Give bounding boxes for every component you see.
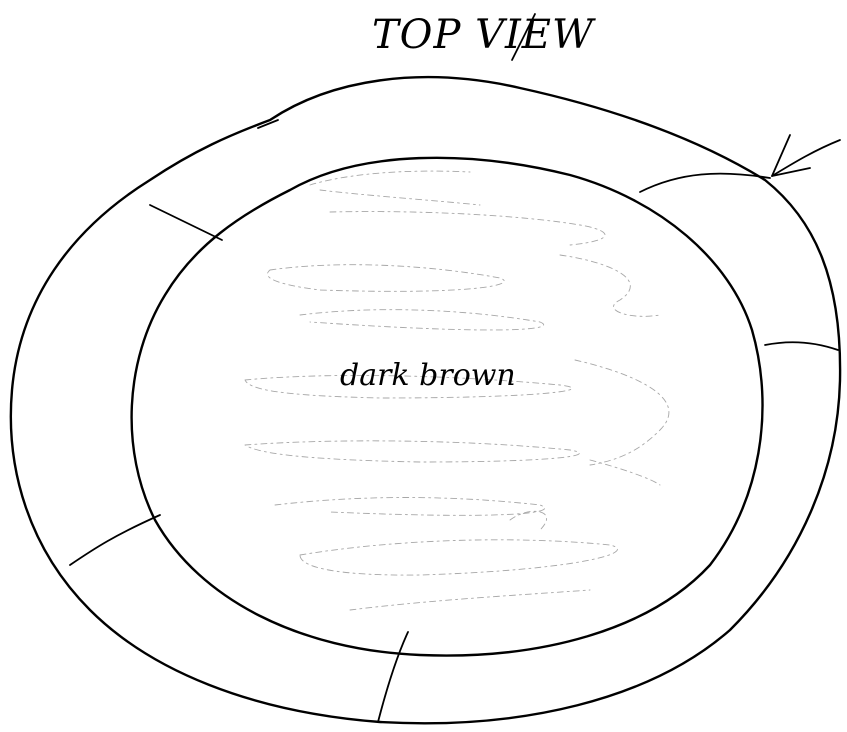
rim-divider-right bbox=[765, 342, 838, 350]
indicator-arrow-head bbox=[772, 135, 810, 176]
center-label: dark brown bbox=[340, 358, 516, 393]
rim-divider-bottom bbox=[378, 632, 408, 722]
rim-divider-upper-right bbox=[640, 174, 770, 192]
rim-divider-lower-left bbox=[70, 515, 160, 565]
indicator-arrow-shaft bbox=[772, 140, 840, 176]
sketch-title: TOP VIEW bbox=[372, 12, 596, 58]
rim-divider-upper-left bbox=[150, 205, 222, 240]
